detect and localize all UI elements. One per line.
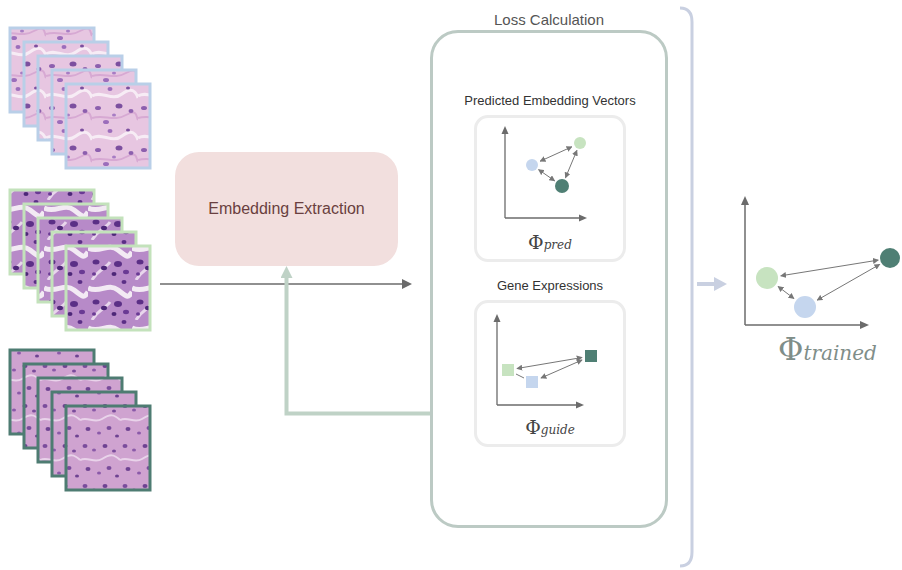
group-title: Loss Calculation [488,11,610,28]
chart-panel: Gene ExpressionsΦguide [446,278,654,447]
feedback-connector [287,278,431,414]
slide-stack [10,28,150,168]
panel-heading: Predicted Embedding Vectors [446,93,654,109]
result-label: Φtrained [778,331,877,367]
trained-chart [741,196,900,329]
slide-stack [10,350,150,490]
process-box: Embedding Extraction [175,152,398,266]
panel-frame: Φguide [474,300,626,447]
title-wrap: Loss Calculation [433,11,665,29]
symbol-label: Φpred [477,231,623,253]
pred-chart [502,126,588,222]
panel-frame: Φpred [474,115,626,262]
symbol-label: Φguide [477,416,623,438]
bracket [680,8,727,566]
box-label: Embedding Extraction [208,200,365,218]
chart-panel: Predicted Embedding VectorsΦpred [446,93,654,262]
slide-stack [10,190,150,330]
gene-chart [494,314,598,409]
group-box: Loss CalculationPredicted Embedding Vect… [430,30,668,528]
panel-heading: Gene Expressions [446,278,654,294]
